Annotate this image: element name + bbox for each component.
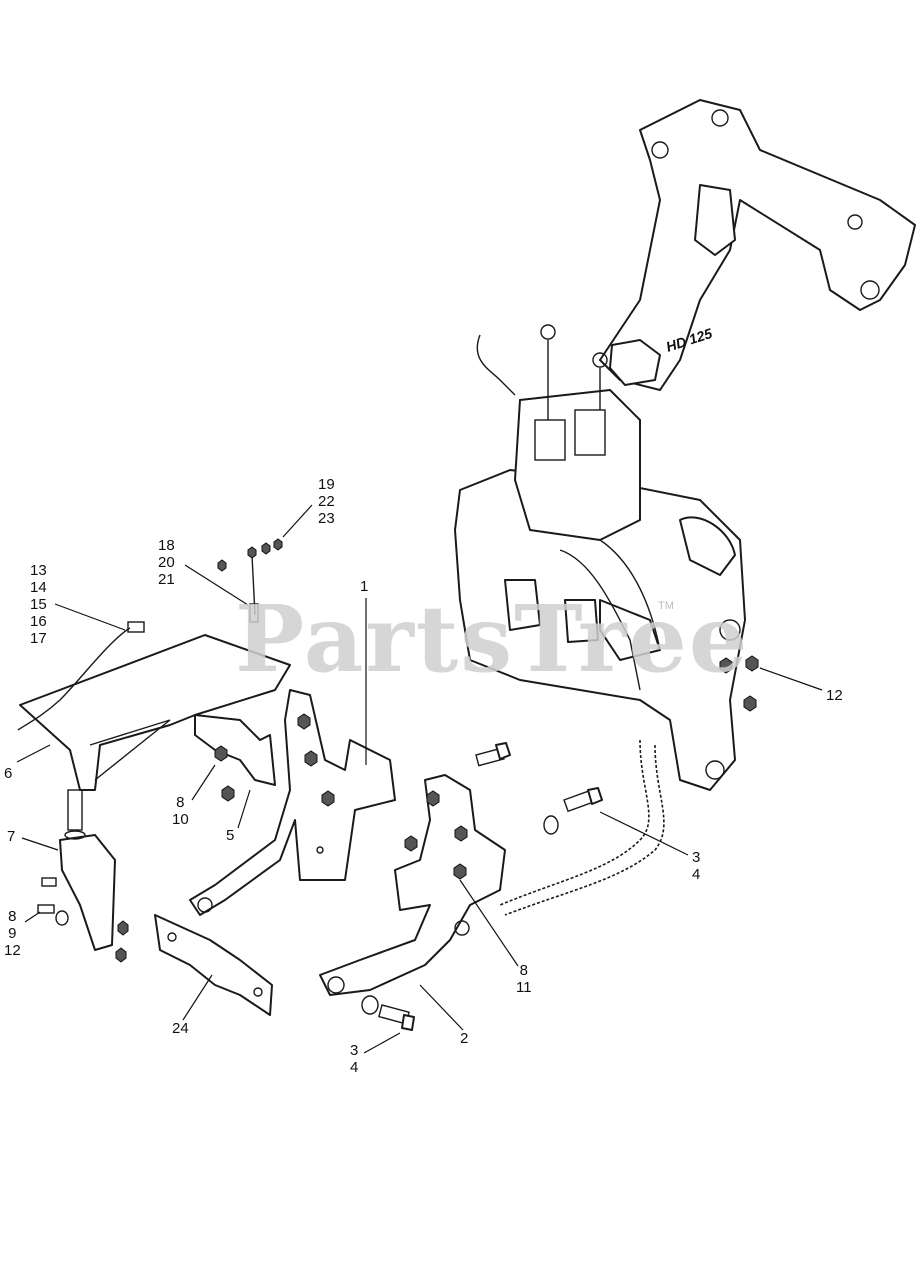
bolt-3-4-right [475,742,603,835]
bracket-2 [319,774,506,996]
bracket-1 [189,689,396,916]
hydraulic-hose [499,739,650,906]
callout-6: 6 [4,765,13,782]
backhoe-boom: HD 125 [599,99,916,391]
callout-19-23: 19 22 23 [318,476,335,527]
callout-2: 2 [460,1030,469,1047]
callout-3-4-bottom: 3 4 [350,1042,359,1076]
callout-3-4-right: 3 4 [692,849,701,883]
callout-1: 1 [360,578,369,595]
frame-nuts [719,655,759,712]
bracket-5 [194,714,276,802]
callout-7: 7 [7,828,16,845]
callout-24: 24 [172,1020,189,1037]
callout-12: 12 [826,687,843,704]
cable-13-17 [17,627,131,731]
main-frame [454,324,746,791]
callout-8-9-12: 8 9 12 [4,908,21,959]
shield-6 [19,634,291,831]
callout-8-10: 8 10 [172,794,189,828]
callout-5: 5 [226,827,235,844]
bracket-7 [37,830,129,963]
callout-18-21: 18 20 21 [158,537,175,588]
callout-8-11: 8 11 [516,962,532,996]
leader-lines [16,504,823,1054]
callout-13-17: 13 14 15 16 17 [30,562,47,647]
bolt-3-4-bottom [361,995,415,1031]
plate-24 [154,914,273,1016]
cable-clip [127,621,145,633]
link-rod [217,538,283,623]
hydraulic-hose-2 [504,744,665,916]
watermark-trademark: TM [658,600,674,612]
watermark: PartsTree [235,585,750,693]
